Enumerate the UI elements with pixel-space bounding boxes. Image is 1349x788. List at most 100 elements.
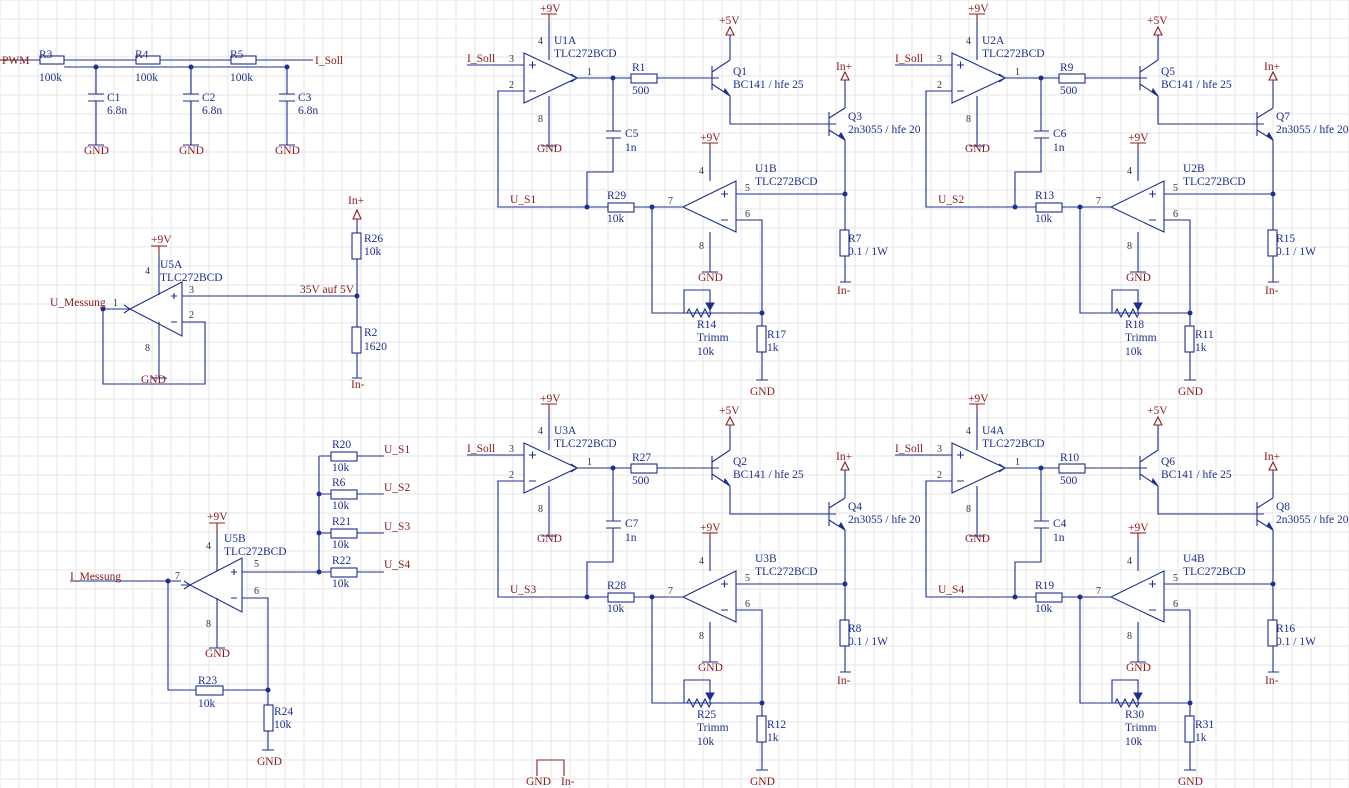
opamp-b-part: TLC272BCD (755, 566, 818, 578)
gnd-label: GND (179, 145, 204, 157)
summing-amplifier: +9V U5B TLC272BCD 4 8 5 6 7 I_Messung R2… (70, 439, 410, 768)
pin-number: 3 (937, 54, 942, 65)
pin-number: 1 (113, 298, 118, 309)
pin-number: 1 (1015, 67, 1020, 78)
u-s2-net: U_S2 (384, 482, 410, 494)
in-plus-label: In+ (348, 195, 364, 207)
opamp-b-part: TLC272BCD (755, 176, 818, 188)
r22-ref: R22 (332, 555, 351, 567)
capacitor-val: 1n (625, 142, 637, 154)
opamp-b-part: TLC272BCD (1183, 176, 1246, 188)
u5b-part: TLC272BCD (224, 546, 287, 558)
capacitor-val: 1n (625, 532, 637, 544)
r23-val: 10k (198, 698, 216, 710)
pin-number: 5 (745, 183, 750, 194)
base-resistor-ref: R27 (632, 452, 651, 464)
r24-ref: R24 (274, 706, 293, 718)
in-minus-label: In- (837, 285, 851, 297)
driver-transistor-ref: Q2 (733, 456, 747, 468)
in-minus-label: In- (1265, 285, 1279, 297)
pin-number: 7 (1096, 196, 1101, 207)
pin-number: 5 (254, 559, 259, 570)
c3-ref: C3 (298, 92, 312, 104)
pwr-label: +9V (1128, 132, 1149, 144)
pin-number: 4 (538, 426, 543, 437)
c1-ref: C1 (107, 92, 121, 104)
r3-val: 100k (39, 72, 62, 84)
power-transistor-val: 2n3055 / hfe 20 (1276, 514, 1349, 526)
opamp-b-ref: U1B (755, 163, 777, 175)
opamp-b-ref: U4B (1183, 553, 1205, 565)
pin-number: 7 (668, 586, 673, 597)
gain-resistor-val: 1k (1195, 342, 1207, 354)
gain-resistor-ref: R11 (1195, 329, 1214, 341)
pwr-label: +9V (540, 393, 561, 405)
pin-number: 6 (254, 586, 259, 597)
r20-ref: R20 (332, 439, 351, 451)
shunt-resistor-val: 0.1 / 1W (1276, 636, 1316, 648)
gain-resistor-ref: R17 (767, 329, 786, 341)
pin-number: 8 (699, 631, 704, 642)
gain-resistor-ref: R12 (767, 719, 786, 731)
divider-net: 35V auf 5V (300, 284, 355, 296)
capacitor-ref: C4 (1053, 518, 1067, 530)
r26-val: 10k (364, 246, 382, 258)
in-plus-label: In+ (1264, 61, 1280, 73)
opamp-a-part: TLC272BCD (982, 438, 1045, 450)
pin-number: 6 (1173, 599, 1178, 610)
u-s-net: U_S4 (938, 584, 964, 596)
driver-transistor-ref: Q1 (733, 66, 747, 78)
pin-number: 8 (1127, 241, 1132, 252)
trimmer-text: Trimm (697, 332, 729, 344)
u-s1-net: U_S1 (384, 444, 410, 456)
gnd-label: GND (1178, 776, 1203, 788)
opamp-a-part: TLC272BCD (554, 438, 617, 450)
gnd-label: GND (1126, 662, 1151, 674)
pin-number: 3 (189, 285, 194, 296)
input-resistor-ref: R28 (607, 580, 626, 592)
gnd-label: GND (965, 533, 990, 545)
pin-number: 2 (937, 80, 942, 91)
pwr-label: +9V (151, 234, 172, 246)
power-transistor-ref: Q3 (848, 111, 862, 123)
shunt-resistor-ref: R15 (1276, 233, 1295, 245)
trimmer-ref: R14 (697, 319, 716, 331)
driver-transistor-ref: Q6 (1161, 456, 1175, 468)
pwr-label: +9V (540, 3, 561, 15)
capacitor-val: 1n (1053, 142, 1065, 154)
r5-ref: R5 (230, 49, 244, 61)
pin-number: 7 (1096, 586, 1101, 597)
pin-number: 8 (206, 619, 211, 630)
trimmer-text: Trimm (1125, 722, 1157, 734)
pwr-label: +9V (1128, 522, 1149, 534)
driver-transistor-val: BC141 / hfe 25 (733, 469, 804, 481)
r5-val: 100k (230, 72, 253, 84)
shunt-resistor-ref: R7 (848, 233, 862, 245)
i-soll-net: I_Soll (315, 55, 343, 67)
pin-number: 2 (509, 80, 514, 91)
shunt-resistor-ref: R8 (848, 623, 862, 635)
shunt-resistor-ref: R16 (1276, 623, 1295, 635)
gnd-label: GND (750, 386, 775, 398)
gnd-label: GND (1178, 386, 1203, 398)
pin-number: 8 (538, 504, 543, 515)
opamp-a-ref: U4A (982, 425, 1005, 437)
driver-transistor-val: BC141 / hfe 25 (1161, 79, 1232, 91)
pin-number: 4 (145, 266, 150, 277)
pin-number: 4 (1127, 166, 1132, 177)
input-resistor-ref: R19 (1035, 580, 1054, 592)
i-messung-net: I_Messung (70, 571, 121, 583)
pin-number: 2 (509, 470, 514, 481)
input-resistor-ref: R29 (607, 190, 626, 202)
pwm-net: PWM (2, 55, 29, 67)
gnd-label: GND (537, 143, 562, 155)
c1-val: 6.8n (107, 105, 127, 117)
gnd-label: GND (965, 143, 990, 155)
input-resistor-val: 10k (1035, 213, 1053, 225)
pin-number: 4 (699, 556, 704, 567)
pin-number: 5 (745, 573, 750, 584)
capacitor-ref: C7 (625, 518, 639, 530)
pin-number: 4 (966, 426, 971, 437)
r21-ref: R21 (332, 516, 351, 528)
